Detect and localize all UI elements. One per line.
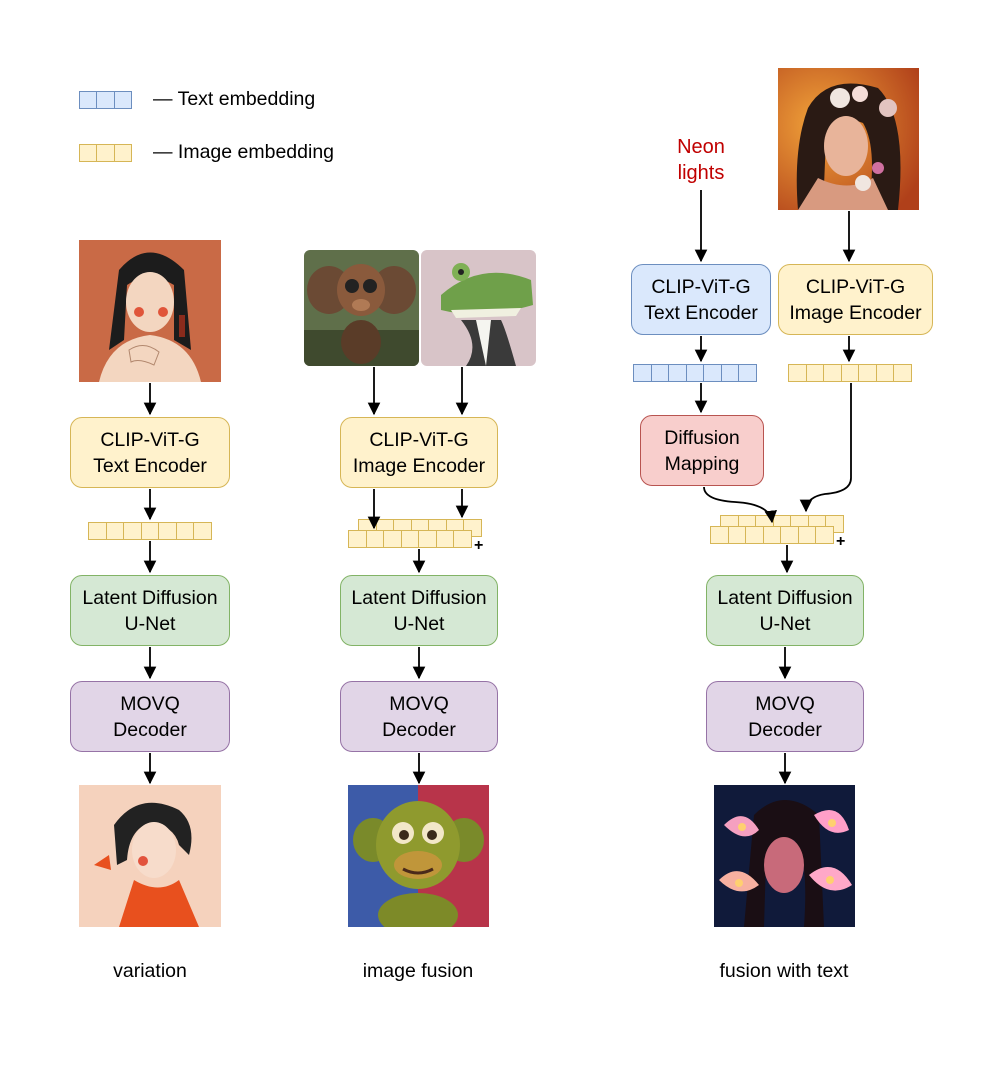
- variation-caption: variation: [113, 960, 187, 982]
- variation-image-embedding: [88, 522, 213, 540]
- fwt-diffusion-mapping-box: Diffusion Mapping: [640, 415, 764, 486]
- fusion-unet-line1: Latent Diffusion: [351, 586, 487, 609]
- input-monkey-puppet-photo: [304, 250, 419, 366]
- fwt-plus-sign: +: [836, 533, 846, 550]
- variation-unet-box: Latent Diffusion U-Net: [70, 575, 230, 646]
- legend-image-embedding-label: — Image embedding: [153, 141, 335, 163]
- variation-unet-line2: U-Net: [124, 612, 176, 635]
- output-neon-floral-portrait: [714, 785, 855, 927]
- legend-image-embedding-swatch: [79, 144, 132, 162]
- fwt-image-embedding: [788, 364, 913, 382]
- fusion-decoder-box: MOVQ Decoder: [340, 681, 498, 752]
- variation-text-encoder-box: CLIP-ViT-G Text Encoder: [70, 417, 230, 488]
- fwt-image-encoder-box: CLIP-ViT-G Image Encoder: [778, 264, 933, 335]
- fusion-plus-sign: +: [474, 537, 484, 554]
- fwt-unet-box: Latent Diffusion U-Net: [706, 575, 864, 646]
- variation-decoder-line2: Decoder: [113, 718, 187, 741]
- fusion-image-encoder-box: CLIP-ViT-G Image Encoder: [340, 417, 498, 488]
- fusion-decoder-line2: Decoder: [382, 718, 456, 741]
- output-fused-puppet-image: [348, 785, 489, 927]
- variation-decoder-line1: MOVQ: [120, 692, 180, 715]
- input-crocodile-puppet-photo: [421, 250, 536, 366]
- variation-text-encoder-line1: CLIP-ViT-G: [100, 428, 200, 451]
- fwt-image-encoder-line1: CLIP-ViT-G: [805, 275, 906, 298]
- variation-unet-line1: Latent Diffusion: [82, 586, 218, 609]
- fwt-text-encoder-line1: CLIP-ViT-G: [651, 275, 751, 298]
- neon-lights-prompt: Neon lights: [661, 134, 741, 186]
- fwt-unet-line1: Latent Diffusion: [717, 586, 853, 609]
- fusion-image-embedding-front: [348, 530, 473, 548]
- fwt-mapping-line1: Diffusion: [664, 426, 740, 449]
- prompt-line1: Neon: [677, 136, 725, 158]
- legend-text-embedding-swatch: [79, 91, 132, 109]
- fwt-mapping-line2: Mapping: [664, 452, 740, 475]
- input-woman-floral-photo: [778, 68, 919, 210]
- fusion-unet-box: Latent Diffusion U-Net: [340, 575, 498, 646]
- variation-text-encoder-line2: Text Encoder: [93, 454, 207, 477]
- input-portrait-illustration: [79, 240, 221, 382]
- fwt-text-encoder-line2: Text Encoder: [644, 301, 758, 324]
- fwt-text-embedding: [633, 364, 758, 382]
- arrow-image-embedding-to-combined: [799, 383, 852, 513]
- fwt-caption: fusion with text: [719, 960, 849, 982]
- prompt-line2: lights: [677, 162, 725, 184]
- fwt-combined-embedding-front: [710, 526, 835, 544]
- fusion-unet-line2: U-Net: [393, 612, 445, 635]
- fusion-image-encoder-line1: CLIP-ViT-G: [369, 428, 469, 451]
- fusion-caption: image fusion: [362, 960, 474, 982]
- output-variation-illustration: [79, 785, 221, 927]
- fwt-decoder-line1: MOVQ: [755, 692, 815, 715]
- variation-decoder-box: MOVQ Decoder: [70, 681, 230, 752]
- fwt-unet-line2: U-Net: [759, 612, 811, 635]
- legend-text-embedding-label: — Text embedding: [153, 88, 316, 110]
- fwt-image-encoder-line2: Image Encoder: [789, 301, 922, 324]
- fusion-decoder-line1: MOVQ: [389, 692, 449, 715]
- fusion-image-encoder-line2: Image Encoder: [352, 454, 486, 477]
- fwt-decoder-box: MOVQ Decoder: [706, 681, 864, 752]
- fwt-decoder-line2: Decoder: [748, 718, 822, 741]
- fwt-text-encoder-box: CLIP-ViT-G Text Encoder: [631, 264, 771, 335]
